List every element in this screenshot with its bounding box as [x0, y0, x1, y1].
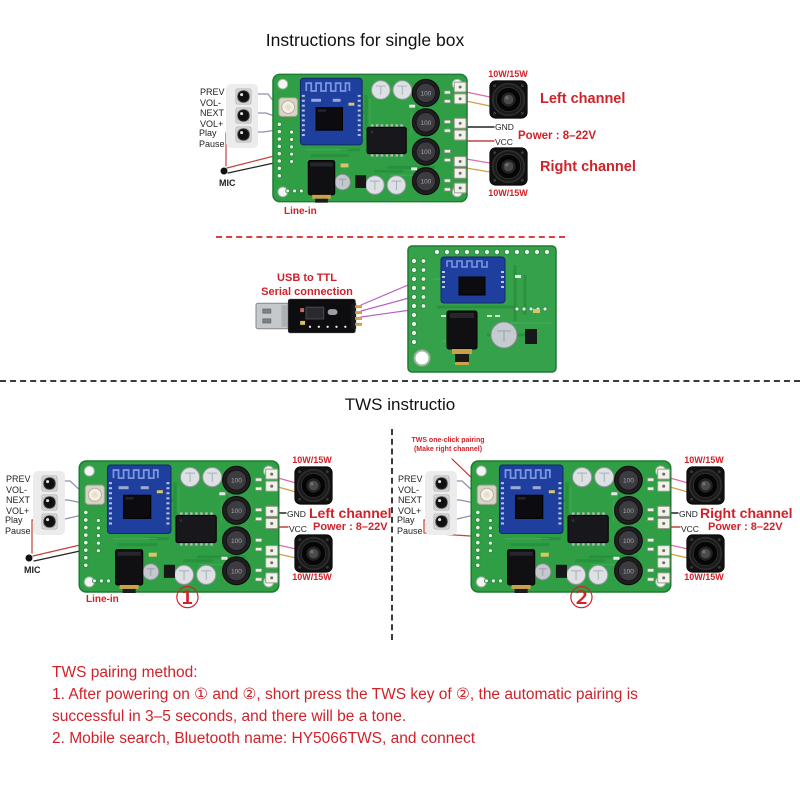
play-button-icon — [41, 513, 58, 530]
microphone-icon — [25, 554, 33, 562]
amp-board-tws-2 — [470, 460, 672, 593]
label-prev-vol: PREV VOL- — [6, 474, 31, 496]
label-vcc: VCC — [681, 524, 699, 534]
label-gnd: GND — [495, 122, 514, 132]
label-usb-to-ttl: USB to TTL Serial connection — [261, 272, 353, 298]
label-tws-pairing-note: TWS one-click pairing (Make right channe… — [411, 437, 485, 454]
separator-dashed-red — [216, 236, 565, 238]
speaker-right-channel — [686, 534, 725, 573]
label-left-channel: Left channel — [309, 505, 392, 521]
label-next-vol: NEXT VOL+ — [398, 495, 423, 517]
separator-dashed-vertical — [391, 429, 393, 640]
speaker-left-channel — [489, 80, 528, 119]
play-button-icon — [235, 126, 252, 143]
amp-board-tws-1 — [78, 460, 280, 593]
pairing-method-step1-line2: successful in 3–5 seconds, and there wil… — [52, 708, 407, 725]
board-number-2: ② — [568, 581, 595, 616]
board-number-1: ① — [174, 581, 201, 616]
label-line-in: Line-in — [284, 206, 317, 217]
label-speaker-power: 10W/15W — [684, 572, 724, 582]
board-corner-closeup — [407, 245, 557, 373]
label-line-in: Line-in — [86, 594, 119, 605]
speaker-left-channel — [294, 466, 333, 505]
speaker-left-channel — [294, 534, 333, 573]
label-power-range: Power : 8–22V — [313, 521, 388, 533]
label-prev-vol: PREV VOL- — [398, 474, 423, 496]
amp-board-single — [272, 72, 468, 204]
separator-dashed-black — [0, 380, 800, 382]
label-mic: MIC — [219, 178, 236, 188]
label-mic: MIC — [24, 565, 41, 575]
label-prev-vol: PREV VOL- — [200, 87, 225, 109]
pairing-method-step1-line1: 1. After powering on ① and ②, short pres… — [52, 686, 638, 703]
usb-ttl-adapter — [255, 295, 363, 337]
label-gnd: GND — [679, 509, 698, 519]
play-button-icon — [433, 513, 450, 530]
speaker-right-channel — [489, 147, 528, 186]
label-play-pause: Play Pause — [397, 515, 423, 537]
label-right-channel: Right channel — [700, 505, 793, 521]
label-right-channel: Right channel — [540, 159, 636, 175]
label-speaker-power: 10W/15W — [488, 69, 528, 79]
label-speaker-power: 10W/15W — [292, 455, 332, 465]
label-next-vol: NEXT VOL+ — [200, 108, 225, 130]
speaker-right-channel — [686, 466, 725, 505]
section-title-tws: TWS instructio — [344, 395, 456, 414]
label-play-pause: Play Pause — [199, 128, 225, 150]
label-vcc: VCC — [289, 524, 307, 534]
next-button-icon — [41, 494, 58, 511]
prev-button-icon — [235, 88, 252, 105]
label-power-range: Power : 8–22V — [708, 521, 783, 533]
prev-button-icon — [41, 475, 58, 492]
pairing-method-step2: 2. Mobile search, Bluetooth name: HY5066… — [52, 730, 476, 747]
label-vcc: VCC — [495, 137, 513, 147]
label-speaker-power: 10W/15W — [684, 455, 724, 465]
label-next-vol: NEXT VOL+ — [6, 495, 31, 517]
next-button-icon — [433, 494, 450, 511]
label-gnd: GND — [287, 509, 306, 519]
section-title-single-box: Instructions for single box — [265, 30, 465, 50]
label-power-range: Power : 8–22V — [518, 130, 596, 142]
label-left-channel: Left channel — [540, 91, 626, 107]
label-play-pause: Play Pause — [5, 515, 31, 537]
label-speaker-power: 10W/15W — [488, 188, 528, 198]
prev-button-icon — [433, 475, 450, 492]
microphone-icon — [220, 167, 228, 175]
next-button-icon — [235, 107, 252, 124]
label-speaker-power: 10W/15W — [292, 572, 332, 582]
pairing-method-heading: TWS pairing method: — [52, 664, 198, 681]
